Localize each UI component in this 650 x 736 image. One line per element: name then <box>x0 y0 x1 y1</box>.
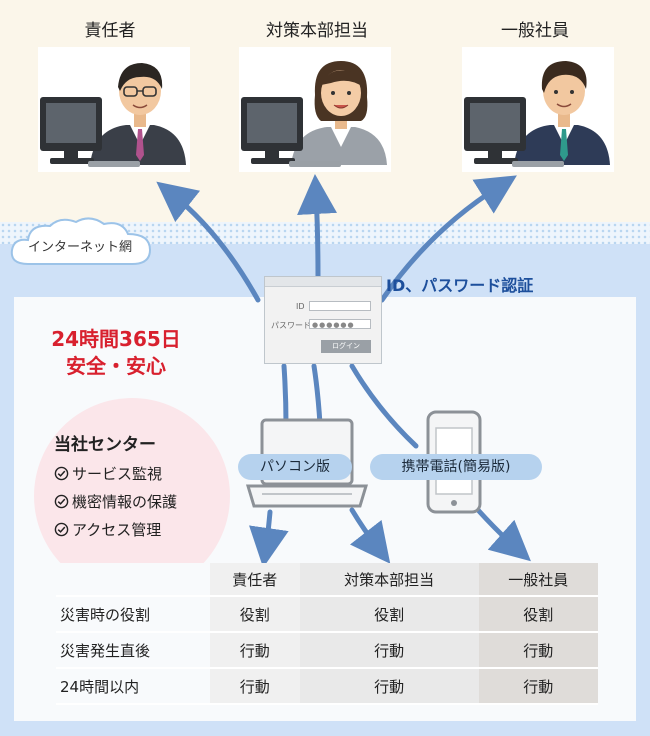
center-item-access: アクセス管理 <box>54 519 161 540</box>
login-window: ID パスワード ●●●●●● ログイン <box>264 276 382 364</box>
table-header-staff: 一般社員 <box>478 563 598 597</box>
center-circle <box>34 398 230 594</box>
table-cell: 行動 <box>299 632 479 669</box>
table-header-row: 責任者 対策本部担当 一般社員 <box>56 563 598 597</box>
role-title-hq: 対策本部担当 <box>266 21 368 41</box>
role-title-manager: 責任者 <box>84 21 136 41</box>
table-cell: 行動 <box>299 668 479 705</box>
cloud-icon <box>10 217 152 265</box>
role-table: 責任者 対策本部担当 一般社員 災害時の役割 役割 役割 役割 災害発生直後 行… <box>56 563 598 705</box>
auth-label: ID、パスワード認証 <box>386 276 534 295</box>
login-titlebar <box>265 277 381 287</box>
table-header-manager: 責任者 <box>210 563 300 597</box>
mobile-version-pill: 携帯電話(簡易版) <box>370 454 542 480</box>
person-at-computer-icon <box>40 63 186 167</box>
table-cell: 行動 <box>210 668 300 705</box>
center-item-monitoring: サービス監視 <box>54 463 162 484</box>
table-row: 災害時の役割 役割 役割 役割 <box>56 596 598 633</box>
table-row: 災害発生直後 行動 行動 行動 <box>56 632 598 669</box>
table-header-corner <box>56 563 210 597</box>
person-at-computer-icon <box>241 61 387 167</box>
table-row-label: 災害発生直後 <box>56 632 210 669</box>
check-circle-icon <box>54 522 69 537</box>
center-item-label: アクセス管理 <box>72 521 162 539</box>
center-item-label: サービス監視 <box>72 465 163 483</box>
table-row-label: 災害時の役割 <box>56 596 210 633</box>
center-title: 当社センター <box>54 435 156 455</box>
person-at-computer-icon <box>464 61 610 167</box>
table-cell: 行動 <box>478 668 598 705</box>
motto-line1: 24時間365日 <box>51 327 181 351</box>
login-password-field[interactable]: ●●●●●● <box>309 319 371 329</box>
table-row: 24時間以内 行動 行動 行動 <box>56 668 598 705</box>
cloud-label: インターネット網 <box>27 240 132 255</box>
table-row-label: 24時間以内 <box>56 668 210 705</box>
table-cell: 役割 <box>299 596 479 633</box>
motto: 24時間365日 安全・安心 <box>36 326 196 380</box>
role-title-staff: 一般社員 <box>501 21 569 41</box>
role-card-manager <box>38 47 190 172</box>
table-cell: 役割 <box>210 596 300 633</box>
login-password-label: パスワード <box>271 321 311 330</box>
table-cell: 役割 <box>478 596 598 633</box>
pc-version-pill: パソコン版 <box>238 454 352 480</box>
table-cell: 行動 <box>478 632 598 669</box>
center-item-protection: 機密情報の保護 <box>54 491 177 512</box>
role-card-hq <box>239 47 391 172</box>
role-card-staff <box>462 47 614 172</box>
center-item-label: 機密情報の保護 <box>72 493 178 511</box>
table-header-hq: 対策本部担当 <box>299 563 479 597</box>
check-circle-icon <box>54 466 69 481</box>
check-circle-icon <box>54 494 69 509</box>
motto-line2: 安全・安心 <box>66 354 166 378</box>
login-id-label: ID <box>296 302 305 311</box>
login-id-field[interactable] <box>309 301 371 311</box>
login-button[interactable]: ログイン <box>321 340 371 353</box>
table-cell: 行動 <box>210 632 300 669</box>
